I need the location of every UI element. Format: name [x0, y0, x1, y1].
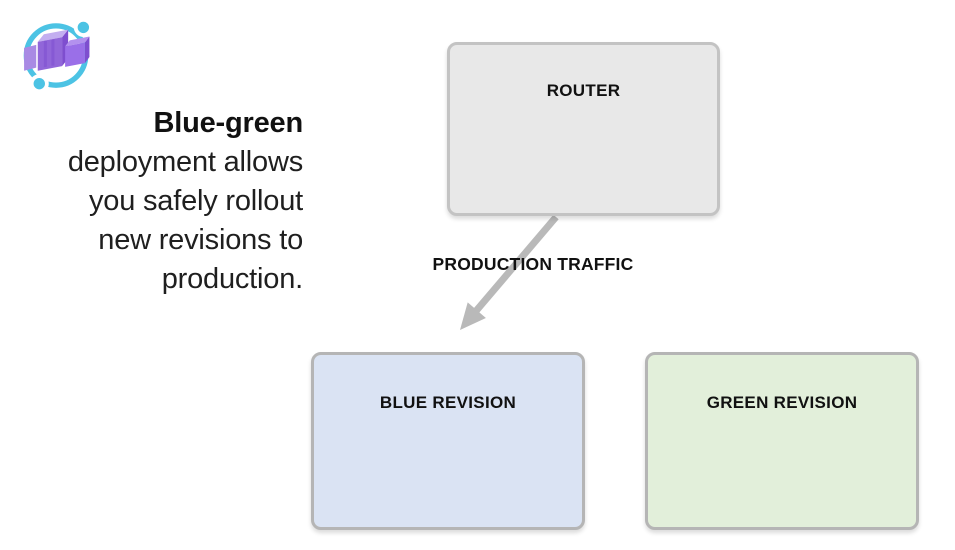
production-traffic-label: PRODUCTION TRAFFIC [432, 254, 634, 274]
logo-orbit-dot-bottom [29, 74, 49, 94]
logo-right-cube-side [84, 36, 90, 64]
logo-orbit-dot-top [73, 17, 93, 37]
logo-right-cube-front [65, 42, 85, 67]
logo-cube-stripe [51, 39, 55, 66]
logo-cube-stripe [43, 40, 47, 68]
logo-right-cube-top [65, 36, 90, 47]
intro-text: Blue-green deployment allows you safely … [40, 104, 303, 299]
logo-cube-top [37, 29, 69, 42]
green-revision-node: GREEN REVISION [645, 352, 919, 530]
arrow-head [460, 302, 486, 330]
logo-left-slab [24, 44, 37, 71]
blue-revision-node: BLUE REVISION [311, 352, 585, 530]
intro-text-bold: Blue-green [153, 107, 304, 139]
blue-revision-node-label: BLUE REVISION [379, 393, 517, 412]
router-node-label: ROUTER [546, 81, 621, 100]
container-apps-logo-icon [18, 12, 94, 96]
container-apps-logo-svg [23, 17, 93, 94]
green-revision-node-label: GREEN REVISION [706, 393, 858, 412]
logo-cube-front [37, 37, 63, 71]
router-node: ROUTER [447, 42, 720, 216]
intro-text-rest: deployment allows you safely rollout new… [67, 146, 303, 295]
